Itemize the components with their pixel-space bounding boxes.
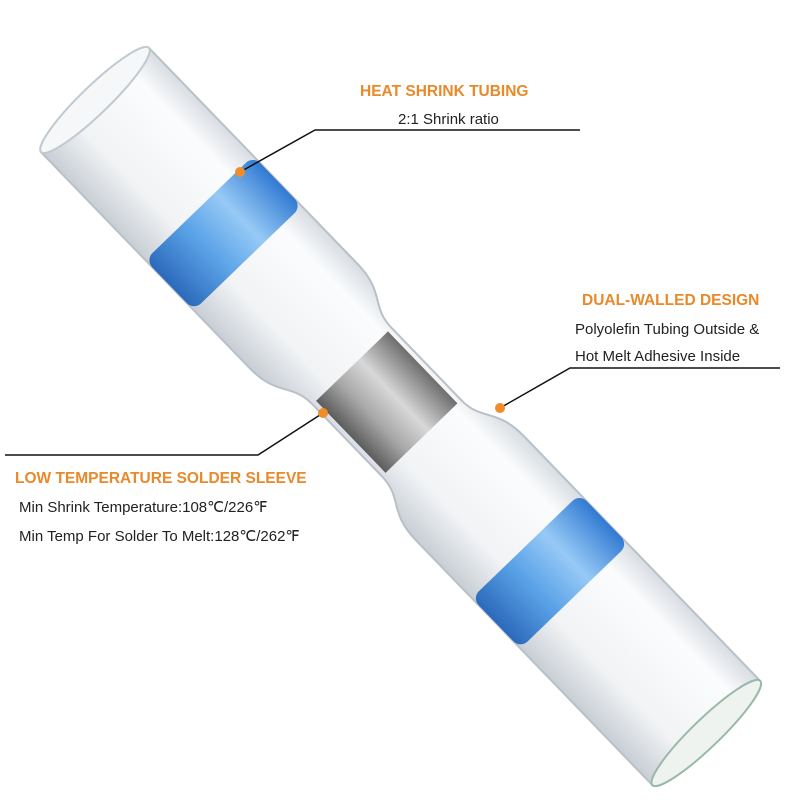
low-temp-line-2: Min Temp For Solder To Melt:128℃/262℉ <box>19 528 300 545</box>
callout-dot-low-temp <box>318 408 328 418</box>
blue-ring-left <box>149 159 298 307</box>
callout-dot-dual-walled <box>495 403 505 413</box>
tube-end-left <box>39 45 151 155</box>
blue-ring-right <box>475 498 625 645</box>
dual-walled-title: DUAL-WALLED DESIGN <box>582 292 760 309</box>
solder-band <box>316 331 458 473</box>
dual-walled-line-2: Hot Melt Adhesive Inside <box>575 348 741 365</box>
callout-lines <box>5 129 780 456</box>
callout-dot-heat-shrink <box>235 167 245 177</box>
low-temp-line-1: Min Shrink Temperature:108℃/226℉ <box>19 499 268 516</box>
heat-shrink-title: HEAT SHRINK TUBING <box>360 83 529 100</box>
tube-end-right <box>650 678 763 788</box>
heat-shrink-line: 2:1 Shrink ratio <box>398 111 499 128</box>
dual-walled-line-1: Polyolefin Tubing Outside & <box>575 321 760 338</box>
low-temp-title: LOW TEMPERATURE SOLDER SLEEVE <box>15 470 307 487</box>
